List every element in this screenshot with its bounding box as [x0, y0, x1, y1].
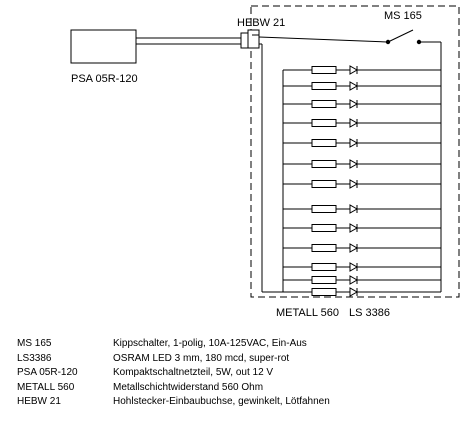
led-triangle	[349, 275, 359, 285]
led-branch	[283, 81, 441, 91]
led-branches	[283, 65, 441, 297]
resistor	[311, 244, 337, 252]
switch-lever	[387, 29, 414, 43]
resistor	[311, 205, 337, 213]
led-branch	[283, 118, 441, 128]
legend-code: PSA 05R-120	[17, 367, 78, 379]
legend-row: HEBW 21 Hohlstecker-Einbaubuchse, gewinke…	[17, 395, 457, 410]
label-psa: PSA 05R-120	[71, 73, 138, 85]
legend-description: Metallschichtwiderstand 560 Ohm	[113, 381, 264, 393]
legend-description: Kompaktschaltnetzteil, 5W, out 12 V	[113, 367, 274, 379]
resistor	[311, 263, 337, 271]
resistor	[311, 180, 337, 188]
legend-row: PSA 05R-120 Kompaktschaltnetzteil, 5W, ou…	[17, 366, 457, 381]
resistor	[311, 224, 337, 232]
legend-description: OSRAM LED 3 mm, 180 mcd, super-rot	[113, 352, 290, 364]
led-triangle	[349, 179, 359, 189]
led-branch	[283, 262, 441, 272]
resistor	[311, 66, 337, 74]
circuit-schematic	[70, 5, 460, 298]
resistor	[311, 160, 337, 168]
socket-body	[247, 29, 260, 49]
legend-description: Kippschalter, 1-polig, 10A-125VAC, Ein-A…	[113, 338, 307, 349]
led-branch	[283, 179, 441, 189]
resistor	[311, 139, 337, 147]
label-ms: MS 165	[384, 10, 422, 22]
led-triangle	[349, 81, 359, 91]
resistor	[311, 82, 337, 90]
led-branch	[283, 159, 441, 169]
socket-plug	[240, 32, 249, 49]
led-branch	[283, 243, 441, 253]
led-branch	[283, 204, 441, 214]
led-branch	[283, 275, 441, 285]
power-supply-box	[70, 29, 137, 64]
led-triangle	[349, 118, 359, 128]
led-triangle	[349, 138, 359, 148]
legend-row: METALL 560 Metallschichtwiderstand 560 Oh…	[17, 381, 457, 396]
led-branch	[283, 99, 441, 109]
resistor	[311, 288, 337, 296]
label-metall: METALL 560	[276, 307, 339, 319]
led-branch	[283, 138, 441, 148]
led-branch	[283, 223, 441, 233]
legend-description: Hohlstecker-Einbaubuchse, gewinkelt, Löt…	[113, 396, 330, 408]
resistor	[311, 276, 337, 284]
label-ls: LS 3386	[349, 307, 390, 319]
led-triangle	[349, 204, 359, 214]
legend-code: LS3386	[17, 352, 52, 364]
led-triangle	[349, 287, 359, 297]
legend-code: MS 165	[17, 338, 52, 349]
legend-code: METALL 560	[17, 381, 75, 393]
led-triangle	[349, 262, 359, 272]
led-triangle	[349, 159, 359, 169]
component-legend: MS 165 Kippschalter, 1-polig, 10A-125VAC,…	[17, 337, 457, 410]
enclosure-outline	[250, 5, 460, 298]
legend-row: LS3386 OSRAM LED 3 mm, 180 mcd, super-rot	[17, 352, 457, 367]
resistor	[311, 100, 337, 108]
label-hebw: HEBW 21	[237, 17, 286, 29]
legend-row: MS 165 Kippschalter, 1-polig, 10A-125VAC,…	[17, 337, 457, 352]
led-triangle	[349, 65, 359, 75]
led-triangle	[349, 99, 359, 109]
resistor	[311, 119, 337, 127]
led-triangle	[349, 243, 359, 253]
legend-code: HEBW 21	[17, 396, 61, 408]
wire-to-switch	[258, 36, 388, 43]
led-triangle	[349, 223, 359, 233]
led-branch	[283, 65, 441, 75]
led-branch	[283, 287, 441, 297]
